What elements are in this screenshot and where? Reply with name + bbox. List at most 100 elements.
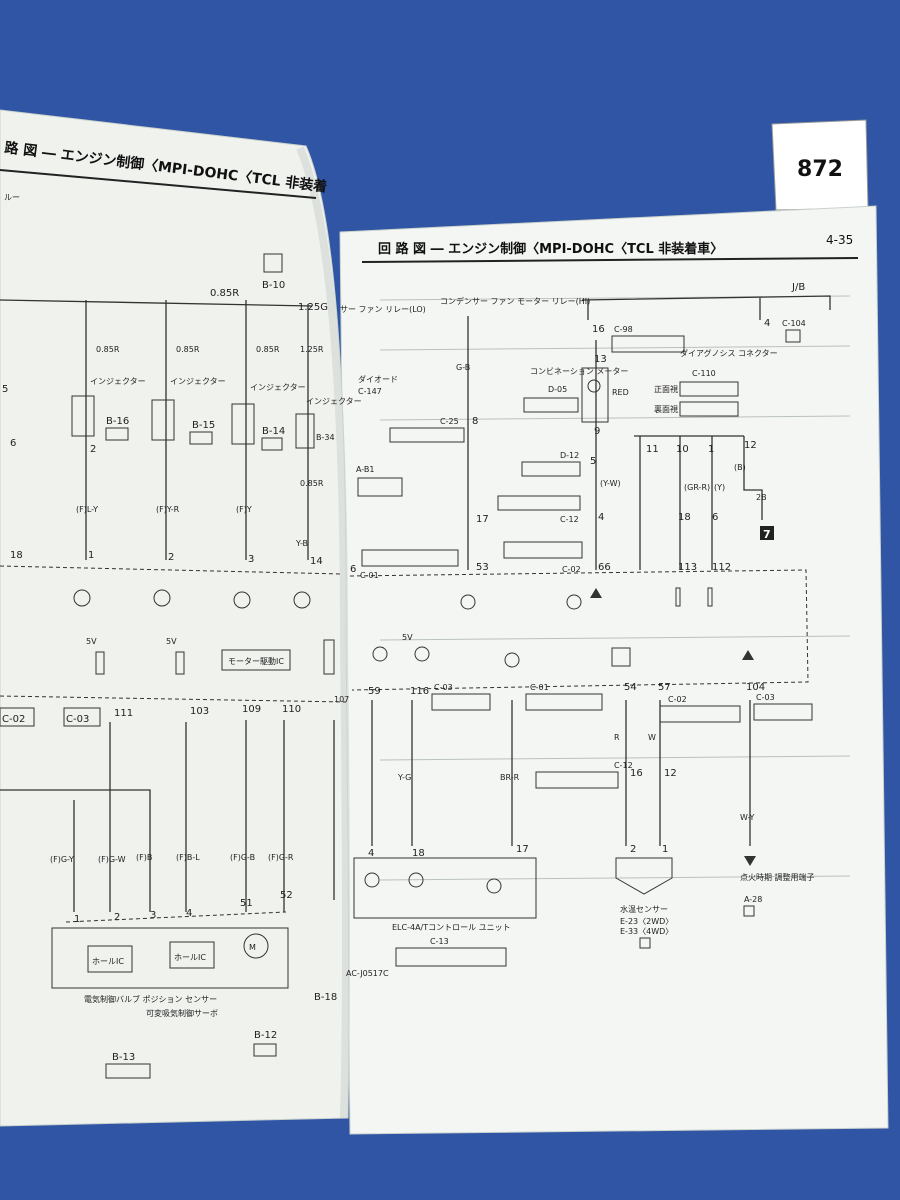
c104-connector	[785, 329, 801, 343]
lower-pin-4: 4	[186, 908, 192, 919]
b16-label: B-16	[106, 416, 129, 427]
ignition-terminal-icon	[744, 856, 756, 866]
b15-label: B-15	[192, 420, 215, 431]
pin-bottom-18: 18	[412, 848, 425, 859]
c03-label-right-b: C-03	[756, 693, 775, 702]
c12-connector-right	[535, 771, 619, 789]
c02-connector	[503, 541, 583, 559]
hall-ic-2-label: ホールIC	[174, 953, 206, 962]
injector-4-label: インジェクター	[306, 397, 362, 406]
pin-1-left: 1	[88, 550, 94, 561]
e23-label: E-23〈2WD〉	[620, 917, 673, 926]
right-page-number: 4-35	[826, 233, 853, 247]
c01-connector-right	[525, 693, 603, 711]
wire-w: W	[648, 733, 656, 742]
pin-107: 107	[334, 695, 349, 704]
pin-54: 54	[624, 682, 637, 693]
sensor-caption: 電気制御バルブ ポジション センサー	[84, 994, 217, 1004]
motor-icon-glyph: M	[249, 943, 256, 952]
injector-1: インジェクター B-16	[71, 377, 146, 441]
hall-ic-1-label: ホールIC	[92, 957, 124, 966]
pin-112: 112	[712, 562, 731, 573]
wire-fy: (F)Y	[236, 505, 252, 514]
motor-drive-ic-label: モーター駆動IC	[228, 657, 284, 666]
pin-11: 11	[646, 444, 659, 455]
c13-connector	[395, 947, 507, 967]
pin-4: 4	[764, 318, 770, 329]
a28-label: A-28	[744, 895, 762, 904]
pin-53: 53	[476, 562, 489, 573]
diag-connector-label: ダイアグノシス コネクター	[680, 348, 778, 358]
pin-3-left: 3	[248, 554, 254, 565]
pin-17: 17	[476, 514, 489, 525]
c01-label-right: C-01	[530, 683, 549, 692]
wire-125g-top: 1.25G	[298, 302, 328, 313]
pin-18: 18	[678, 512, 691, 523]
pin-109: 109	[242, 704, 261, 715]
pin-bottom-4: 4	[368, 848, 374, 859]
doc-code: AC-J0517C	[346, 969, 389, 978]
diode-label: ダイオード	[358, 374, 398, 384]
fan-relay-lo: サー ファン リレー(LO)	[340, 305, 426, 314]
pin-2b: 2B	[756, 493, 767, 502]
pin-113: 113	[678, 562, 697, 573]
red-label: RED	[612, 388, 629, 397]
five-v-left-2: 5V	[166, 637, 177, 646]
wire-fly: (F)L-Y	[76, 505, 98, 514]
d05-connector	[523, 397, 579, 413]
pin-103: 103	[190, 706, 209, 717]
pin-14-left: 14	[310, 556, 323, 567]
pin-12: 12	[744, 440, 757, 451]
c98-connector	[611, 335, 685, 353]
b13-label: B-13	[112, 1052, 135, 1063]
wire-r: R	[614, 733, 620, 742]
wire-fyr: (F)Y-R	[156, 505, 180, 514]
injector-4: インジェクター B-34	[295, 397, 362, 449]
left-page: 路 図 ― エンジン制御〈MPI-DOHC〈TCL 非装着 ルー B-10 0.…	[0, 109, 459, 1127]
wire-085r-2: 0.85R	[176, 345, 200, 354]
c110-front-connector	[679, 381, 739, 397]
injector-2: インジェクター B-15	[151, 377, 226, 445]
five-v-left-1: 5V	[86, 637, 97, 646]
wire-085r-3: 0.85R	[256, 345, 280, 354]
c25-connector	[389, 427, 465, 443]
lower-pin-2: 2	[114, 912, 120, 923]
wire-fgw: (F)G-W	[98, 855, 126, 864]
combination-meter-label: コンビネーション メーター	[530, 367, 628, 376]
pin-2-left: 2	[168, 552, 174, 563]
jb-label: J/B	[791, 282, 805, 293]
pin-bottom-17: 17	[516, 844, 529, 855]
wire-wy: W-Y	[740, 813, 755, 822]
c98-label: C-98	[614, 325, 633, 334]
pin-8: 8	[472, 416, 478, 427]
box-7-label: 7	[763, 528, 771, 541]
c03-connector-right-b	[753, 703, 813, 721]
ecu-unit-box	[353, 857, 537, 919]
pin-104: 104	[746, 682, 765, 693]
pin-57: 57	[658, 682, 671, 693]
sticker-number: 872	[797, 157, 843, 182]
pin-6: 6	[712, 512, 718, 523]
back-view-label: 裏面視	[654, 404, 678, 414]
injector-3: インジェクター B-14	[231, 383, 306, 451]
ab1-label: A-B1	[356, 465, 374, 474]
injector-3-label: インジェクター	[250, 383, 306, 392]
c110-label: C-110	[692, 369, 716, 378]
injector-1-label: インジェクター	[90, 377, 146, 386]
b10-label: B-10	[262, 280, 285, 291]
wire-085r-4: 0.85R	[300, 479, 324, 488]
pin-110: 110	[282, 704, 301, 715]
wire-fgr: (F)G-R	[268, 853, 294, 862]
meter-box	[581, 367, 609, 423]
b34-label: B-34	[316, 433, 335, 442]
pin-9: 9	[594, 426, 600, 437]
injector-2-label: インジェクター	[170, 377, 226, 386]
lower-pin-3: 3	[150, 910, 156, 921]
pin-16: 16	[592, 324, 605, 335]
e33-label: E-33〈4WD〉	[620, 927, 673, 936]
wire-125r: 1.25R	[300, 345, 324, 354]
lower-pin-1: 1	[74, 914, 80, 925]
water-temp-sensor-icon	[615, 857, 673, 895]
c03-label-left: C-03	[66, 714, 89, 725]
